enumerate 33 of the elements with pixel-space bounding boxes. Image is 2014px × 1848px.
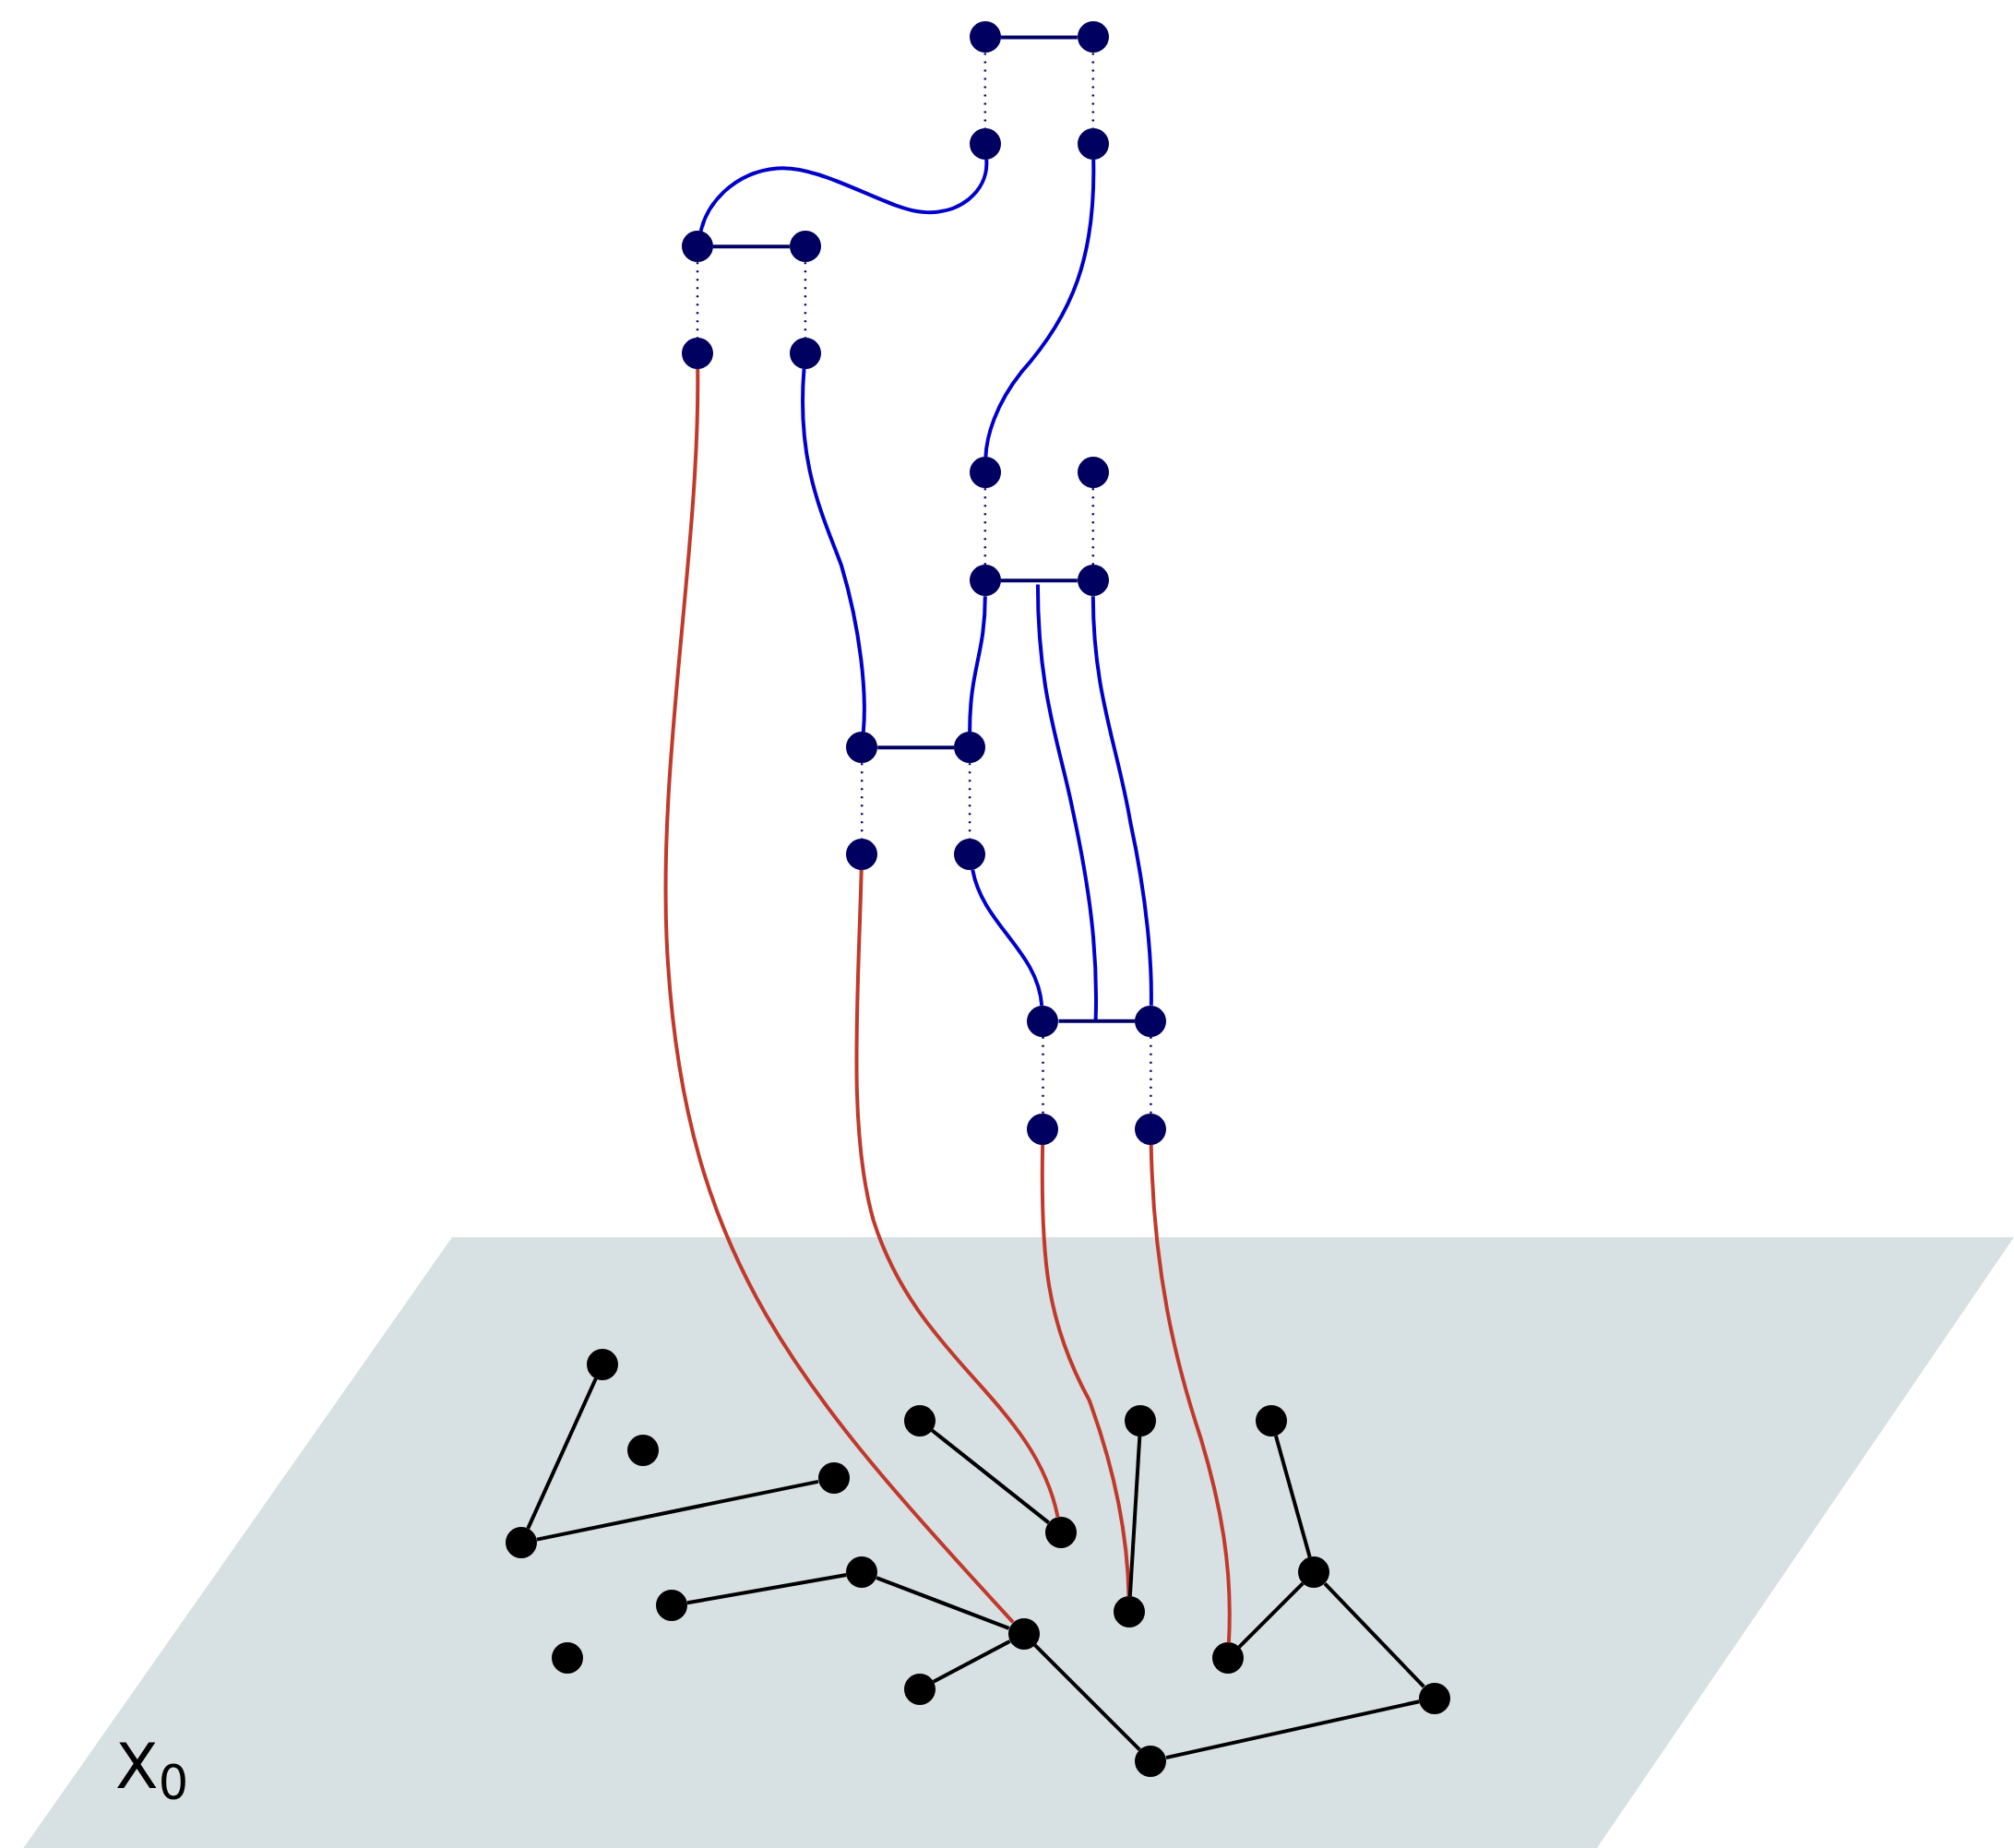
connector-line — [1127, 1436, 1142, 1597]
curve-line — [801, 368, 866, 733]
plane-label: X$_{0}$ — [115, 1735, 189, 1798]
connector-line — [1150, 1036, 1152, 1114]
connector-line — [1323, 1581, 1425, 1688]
curve-line — [663, 368, 1015, 1624]
curve-line — [1040, 1144, 1131, 1597]
curve-line — [854, 869, 1060, 1518]
curve-line — [983, 159, 1096, 458]
connector-line — [686, 1573, 847, 1605]
connector-line — [713, 244, 790, 249]
connector-line — [1273, 1435, 1312, 1558]
curve-line — [1149, 1144, 1232, 1643]
connector-line — [930, 1428, 1050, 1524]
connector-line — [1000, 578, 1078, 583]
connector-line — [1033, 1643, 1141, 1752]
connector-line — [983, 488, 987, 566]
connector-line — [536, 1479, 819, 1542]
curve-line — [971, 869, 1044, 1007]
curve-line — [968, 596, 987, 733]
connector-line — [1042, 1036, 1044, 1114]
connector-line — [1091, 488, 1095, 566]
connector-line — [526, 1377, 598, 1530]
curve-line — [698, 159, 989, 232]
connector-line — [1058, 1019, 1136, 1023]
connector-line — [1165, 1699, 1420, 1760]
curve-line — [1090, 596, 1153, 1006]
connector-line — [876, 1576, 1010, 1630]
connector-line — [877, 745, 955, 750]
connector-line — [1000, 35, 1078, 40]
connector-line — [932, 1639, 1011, 1684]
plane — [23, 1236, 2014, 1848]
connector-line — [1237, 1581, 1305, 1649]
